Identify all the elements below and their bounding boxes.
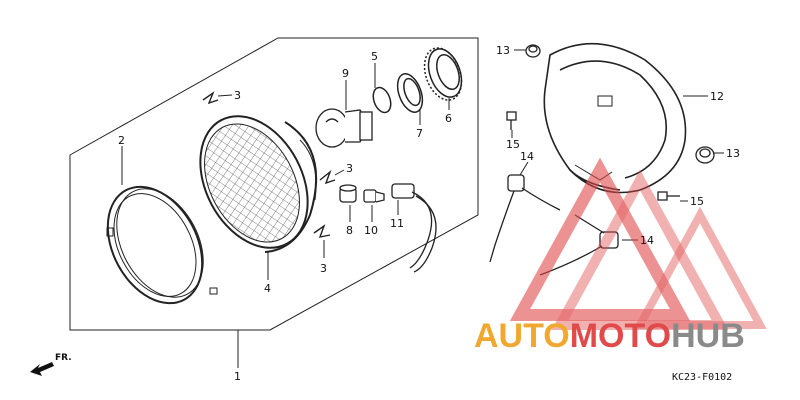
callout-1: 1 (234, 370, 241, 383)
socket-wire-14a (489, 174, 561, 263)
callout-14b: 14 (640, 234, 654, 247)
callout-12: 12 (710, 90, 724, 103)
watermark-word-hub: HUB (671, 317, 745, 355)
callout-14a: 14 (520, 150, 534, 163)
o-ring (372, 86, 392, 114)
callout-2: 2 (118, 134, 125, 147)
clip-3b (319, 169, 336, 185)
callout-13b: 13 (726, 147, 740, 160)
rim-ring (106, 185, 218, 305)
callout-3b: 3 (346, 162, 353, 175)
clip-3a (202, 91, 219, 105)
callout-9: 9 (342, 67, 349, 80)
grommet-13a (525, 44, 541, 58)
assembly-outline (69, 37, 479, 331)
callout-13a: 13 (496, 44, 510, 57)
watermark-word-moto: MOTO (570, 317, 671, 355)
dust-cover (423, 47, 463, 101)
watermark-text: AUTOMOTOHUB (474, 317, 745, 355)
screw-15b (657, 191, 680, 201)
headlight-lens (199, 115, 318, 253)
callout-5: 5 (371, 50, 378, 63)
headlight-case (543, 42, 687, 194)
callout-15b: 15 (690, 195, 704, 208)
callout-10: 10 (364, 224, 378, 237)
front-arrow: FR. (30, 353, 72, 376)
callout-7: 7 (416, 127, 423, 140)
callout-11: 11 (390, 217, 404, 230)
bulb-socket-8 (339, 184, 357, 203)
headlight-bulb (315, 108, 373, 148)
socket-ring (396, 73, 424, 113)
leader-14a (519, 161, 529, 176)
watermark-logo (509, 157, 767, 330)
callout-8: 8 (346, 224, 353, 237)
screw-15a (506, 111, 517, 130)
callout-3c: 3 (320, 262, 327, 275)
grommet-13b (695, 146, 715, 164)
front-marker-label: FR. (55, 353, 72, 363)
diagram-code: KC23-F0102 (672, 372, 732, 383)
pilot-bulb-10 (363, 189, 385, 203)
callout-4: 4 (264, 282, 271, 295)
socket-wire-11 (391, 183, 437, 273)
watermark-word-auto: AUTO (474, 317, 570, 355)
callout-6: 6 (445, 112, 452, 125)
callout-15a: 15 (506, 138, 520, 151)
callout-3a: 3 (234, 89, 241, 102)
clip-3c (313, 224, 331, 238)
